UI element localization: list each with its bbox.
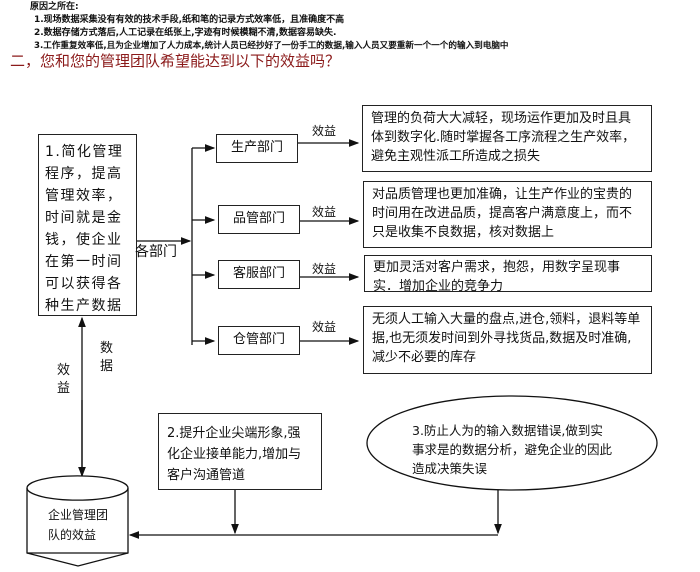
benefit-vertical-label: 效益 (57, 363, 71, 396)
benefit-label: 效益 (312, 262, 337, 276)
image-benefit-box: 2.提升企业尖端形象,强化企业接单能力,增加与客户沟通管道 (158, 413, 322, 490)
benefit-box-customer-service: 更加灵活对客户需求，抱怨，用数字呈现事实．增加企业的竞争力 (364, 255, 652, 292)
benefit-label: 效益 (312, 320, 337, 334)
benefit-box-quality: 对品质管理也更加准确，让生产作业的宝贵的时间用在改进品质，提高客户满意度上，而不… (363, 181, 652, 248)
dept-production: 生产部门 (216, 134, 298, 163)
dept-customer-service: 客服部门 (218, 260, 300, 289)
data-label: 数据 (100, 341, 114, 374)
error-prevention-ellipse-text: 3.防止人为的输入数据错误,做到实事求是的数据分析，避免企业的因此造成决策失误 (412, 423, 613, 476)
dept-quality: 品管部门 (218, 205, 300, 234)
main-benefit-box: 1.简化管理程序，提高管理效率，时间就是金钱，使企业在第一时间可以获得各种生产数… (38, 134, 137, 316)
branch-label: 各部门 (135, 244, 177, 260)
reason-item: 3.工作重复效率低,且为企业增加了人力成本,统计人员已经抄好了一份手工的数据,输… (34, 41, 509, 51)
section-title: 二，您和您的管理团队希望能达到以下的效益吗？ (10, 52, 341, 70)
ellipse-shape (366, 395, 658, 491)
benefit-box-warehouse: 无须人工输入大量的盘点,进仓,领料，退料等单据,也无须发时间到外寻找货品,数据及… (363, 306, 652, 374)
reason-item: 2.数据存储方式落后,人工记录在纸张上,字迹有时候模糊不清,数据容易缺失. (34, 28, 337, 38)
reason-item: 1.现场数据采集没有有效的技术手段,纸和笔的记录方式效率低，且准确度不高 (34, 15, 345, 25)
benefit-label: 效益 (312, 124, 337, 138)
reasons-heading: 原因之所在: (30, 2, 79, 12)
dept-warehouse: 仓管部门 (218, 326, 300, 355)
team-benefit-cylinder-text: 企业管理团队的效益 (48, 508, 109, 542)
benefit-label: 效益 (312, 205, 337, 219)
benefit-box-production: 管理的负荷大大减轻，现场运作更加及时且具体到数字化.随时掌握各工序流程之生产效率… (362, 105, 652, 172)
